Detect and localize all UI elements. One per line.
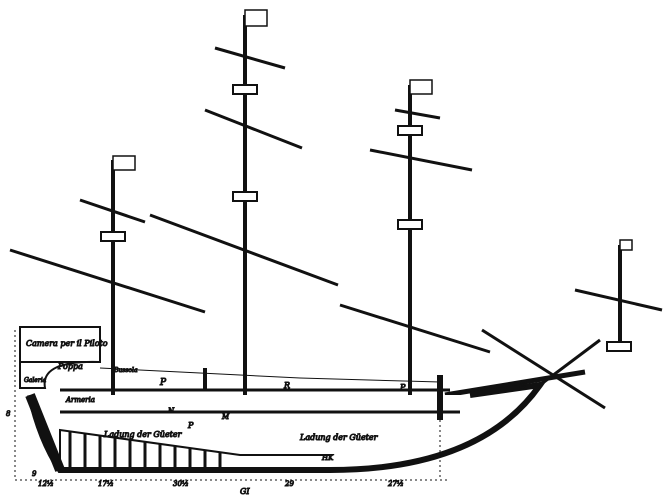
label-p2: P <box>187 421 194 430</box>
measure-9: 9 <box>32 470 37 478</box>
label-galeria: Galeria <box>24 377 47 384</box>
label-gi: GI <box>240 487 250 496</box>
label-cargo-aft: Ladung der Güeter <box>103 430 183 439</box>
yards <box>9 46 663 410</box>
label-bussola: Bussola <box>113 367 138 374</box>
label-poppa: Poppa <box>57 362 83 371</box>
measure-lines <box>14 330 450 481</box>
label-p1: P <box>159 378 167 388</box>
label-armeria: Armeria <box>65 396 95 404</box>
label-r: R <box>283 381 290 390</box>
masts <box>111 15 622 462</box>
measure-12-half: 12½ <box>38 480 54 488</box>
label-n: N <box>167 407 175 415</box>
hull <box>19 326 547 473</box>
label-s: S <box>520 381 526 391</box>
label-camera: Camera per il Piloto <box>26 339 108 348</box>
label-p3: P <box>399 383 406 392</box>
label-cargo-fore: Ladung der Güeter <box>299 433 379 442</box>
label-m: M <box>221 413 230 421</box>
measure-17-half: 17½ <box>98 480 114 488</box>
mast-tops <box>100 84 632 352</box>
measure-27-half: 27½ <box>387 480 404 488</box>
measure-8: 8 <box>6 410 11 418</box>
flags <box>112 9 633 251</box>
measure-29: 29 <box>284 480 294 488</box>
label-hk: HK <box>321 454 334 462</box>
measure-30-half: 30½ <box>173 480 189 488</box>
